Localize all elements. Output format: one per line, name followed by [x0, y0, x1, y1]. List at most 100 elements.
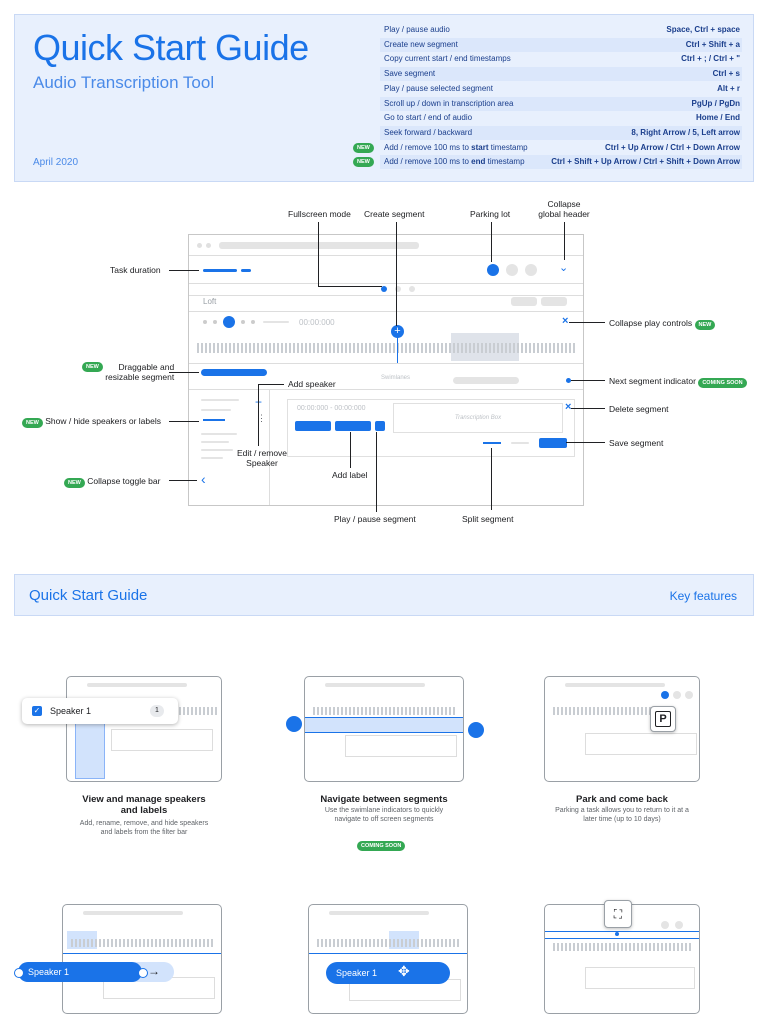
- speaker-segment-move[interactable]: Speaker 1 ✥: [326, 962, 450, 984]
- header-action-icon[interactable]: [525, 264, 537, 276]
- thumb-fullscreen-bar: [545, 931, 699, 939]
- shortcut-label: Go to start / end of audio: [384, 113, 473, 123]
- speaker-filter-popup[interactable]: ✓ Speaker 1 1: [22, 698, 178, 724]
- chevron-left-icon[interactable]: ‹: [201, 471, 206, 487]
- new-badge: NEW: [353, 142, 374, 153]
- section-subtitle: Key features: [669, 589, 737, 603]
- label-next-segment-text: Next segment indicator: [609, 376, 696, 386]
- task-duration-bar: [203, 269, 237, 272]
- shortcut-label: Play / pause selected segment: [384, 83, 493, 93]
- resize-handle-left[interactable]: [14, 968, 24, 978]
- label-create-segment: Create segment: [364, 209, 425, 219]
- header-action-icon[interactable]: [506, 264, 518, 276]
- filter-item[interactable]: [201, 449, 233, 451]
- thumb-swimlane-line: [63, 953, 221, 954]
- feature-thumb-speakers: [66, 676, 222, 782]
- shortcut-keys: Ctrl + ; / Ctrl + ": [681, 54, 740, 64]
- thumb-dot-active: [615, 932, 619, 936]
- swimlane-indicator-right[interactable]: [468, 722, 484, 738]
- new-badge: NEW: [22, 418, 43, 428]
- loft-button[interactable]: [511, 297, 537, 306]
- filter-item[interactable]: [201, 399, 239, 401]
- swimlane-indicator-left[interactable]: [286, 716, 302, 732]
- loft-button[interactable]: [541, 297, 567, 306]
- filter-item-active[interactable]: [203, 419, 225, 421]
- close-icon[interactable]: ×: [562, 315, 569, 327]
- thumb-filter-highlight: [75, 723, 105, 779]
- shortcut-label: Save segment: [384, 69, 436, 79]
- label-chip[interactable]: [335, 421, 371, 431]
- leader-line: [491, 448, 492, 510]
- label-save-segment: Save segment: [609, 438, 664, 448]
- add-label-chip[interactable]: [375, 421, 385, 431]
- transcription-box[interactable]: Transcription Box: [393, 403, 563, 433]
- shortcut-label: Add / remove 100 ms to start timestamp: [384, 141, 528, 155]
- feature-thumb-drag: [62, 904, 222, 1014]
- chevron-down-icon[interactable]: ⌄: [559, 262, 569, 274]
- task-duration-bar-small: [241, 269, 251, 272]
- play-pause-segment-button[interactable]: [483, 442, 501, 444]
- speaker-chip[interactable]: [295, 421, 331, 431]
- leader-line: [396, 222, 397, 326]
- shortcut-keys: PgUp / PgDn: [691, 98, 740, 108]
- parking-lot-icon[interactable]: [487, 264, 499, 276]
- thumb-swimlane-line: [309, 953, 467, 954]
- leader-line: [571, 380, 605, 381]
- checkbox-checked-icon[interactable]: ✓: [32, 706, 42, 716]
- section-banner: Quick Start Guide Key features: [14, 574, 754, 616]
- coming-soon-badge: COMING SOON: [698, 378, 747, 388]
- draggable-segment[interactable]: [201, 369, 267, 376]
- filter-item[interactable]: [201, 433, 237, 435]
- delete-segment-icon[interactable]: ×: [565, 401, 572, 413]
- shortcut-label-bold: start: [471, 142, 489, 152]
- time-display: 00:00:000: [299, 318, 335, 327]
- resize-handle-right[interactable]: [138, 968, 148, 978]
- thumb-swimlane: [305, 717, 463, 733]
- shortcut-label-part: Add / remove 100 ms to: [384, 142, 472, 152]
- shortcut-keys: Ctrl + s: [712, 69, 740, 79]
- divider: [189, 311, 583, 312]
- fullscreen-icon[interactable]: ⛶: [604, 900, 632, 928]
- label-fullscreen: Fullscreen mode: [288, 209, 351, 219]
- speaker-segment-drag[interactable]: Speaker 1: [18, 962, 142, 982]
- speaker-segment-label: Speaker 1: [336, 968, 378, 978]
- mock-window: ⌄ Loft 00:00:000 × + Swimlanes: [188, 234, 584, 506]
- filter-item[interactable]: [201, 441, 229, 443]
- speaker-segment-label: Speaker 1: [28, 967, 70, 977]
- fullscreen-toggle-dot[interactable]: [381, 286, 387, 292]
- split-segment-button[interactable]: [511, 442, 529, 444]
- leader-line: [566, 442, 605, 443]
- feature-thumb-fullscreen: [544, 904, 700, 1014]
- label-add-speaker: Add speaker: [288, 379, 336, 389]
- filter-item[interactable]: [201, 457, 223, 459]
- shortcut-keys: Alt + r: [717, 83, 740, 93]
- filter-item[interactable]: [201, 409, 231, 411]
- swimlane-segment[interactable]: [453, 377, 519, 384]
- label-draggable-text: Draggable and resizable segment: [105, 362, 175, 382]
- loft-label: Loft: [203, 297, 217, 306]
- label-collapse-header: Collapse global header: [538, 199, 590, 219]
- waveform[interactable]: [197, 343, 575, 353]
- leader-line: [564, 222, 565, 260]
- progress-bar[interactable]: [263, 321, 289, 323]
- thumb-address-bar: [329, 911, 429, 915]
- next-segment-indicator[interactable]: [566, 378, 571, 383]
- speaker-chip-label: Speaker 1: [50, 706, 92, 716]
- save-segment-button[interactable]: [539, 438, 567, 448]
- thumb-waveform: [313, 707, 457, 715]
- play-button[interactable]: [223, 316, 235, 328]
- segment-time: 00:00:000 - 00:00:000: [297, 405, 366, 412]
- playhead: [397, 330, 398, 364]
- address-bar: [219, 242, 419, 249]
- guide-subtitle: Audio Transcription Tool: [33, 73, 215, 92]
- more-vert-icon[interactable]: ⋮: [257, 413, 266, 423]
- create-segment-plus-icon[interactable]: +: [391, 325, 404, 338]
- thumb-segment: [345, 735, 457, 757]
- parking-lot-icon[interactable]: P: [650, 706, 676, 732]
- shortcut-keys: Ctrl + Shift + a: [685, 39, 740, 49]
- label-collapse-play: Collapse play controls NEW: [609, 318, 716, 330]
